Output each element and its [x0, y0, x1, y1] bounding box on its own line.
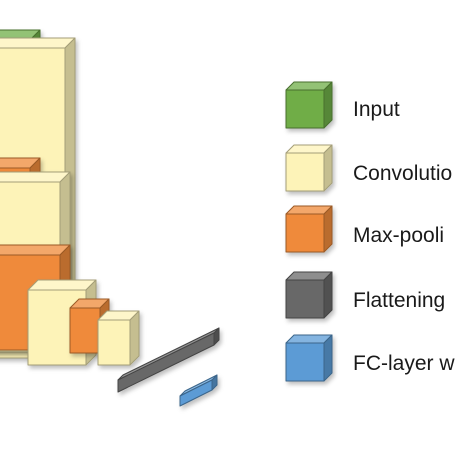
convolution-block-4	[97, 310, 140, 366]
network-blocks	[0, 29, 220, 407]
blue-block-icon	[285, 334, 333, 382]
flattening-bar	[117, 327, 220, 393]
legend-label-flattening: Flattening	[353, 289, 446, 312]
orange-block-icon	[285, 205, 333, 253]
gray-block-icon	[285, 271, 333, 319]
green-block-icon	[285, 81, 333, 129]
legend-label-input: Input	[353, 98, 400, 121]
yellow-block-icon	[285, 144, 333, 192]
legend-label-fc-layer: FC-layer w	[353, 352, 455, 375]
fc-layer-bar	[179, 374, 218, 407]
legend-label-max-pooling: Max-pooli	[353, 224, 445, 247]
legend-icons	[285, 81, 333, 382]
legend-label-convolution: Convolutio	[353, 162, 453, 185]
